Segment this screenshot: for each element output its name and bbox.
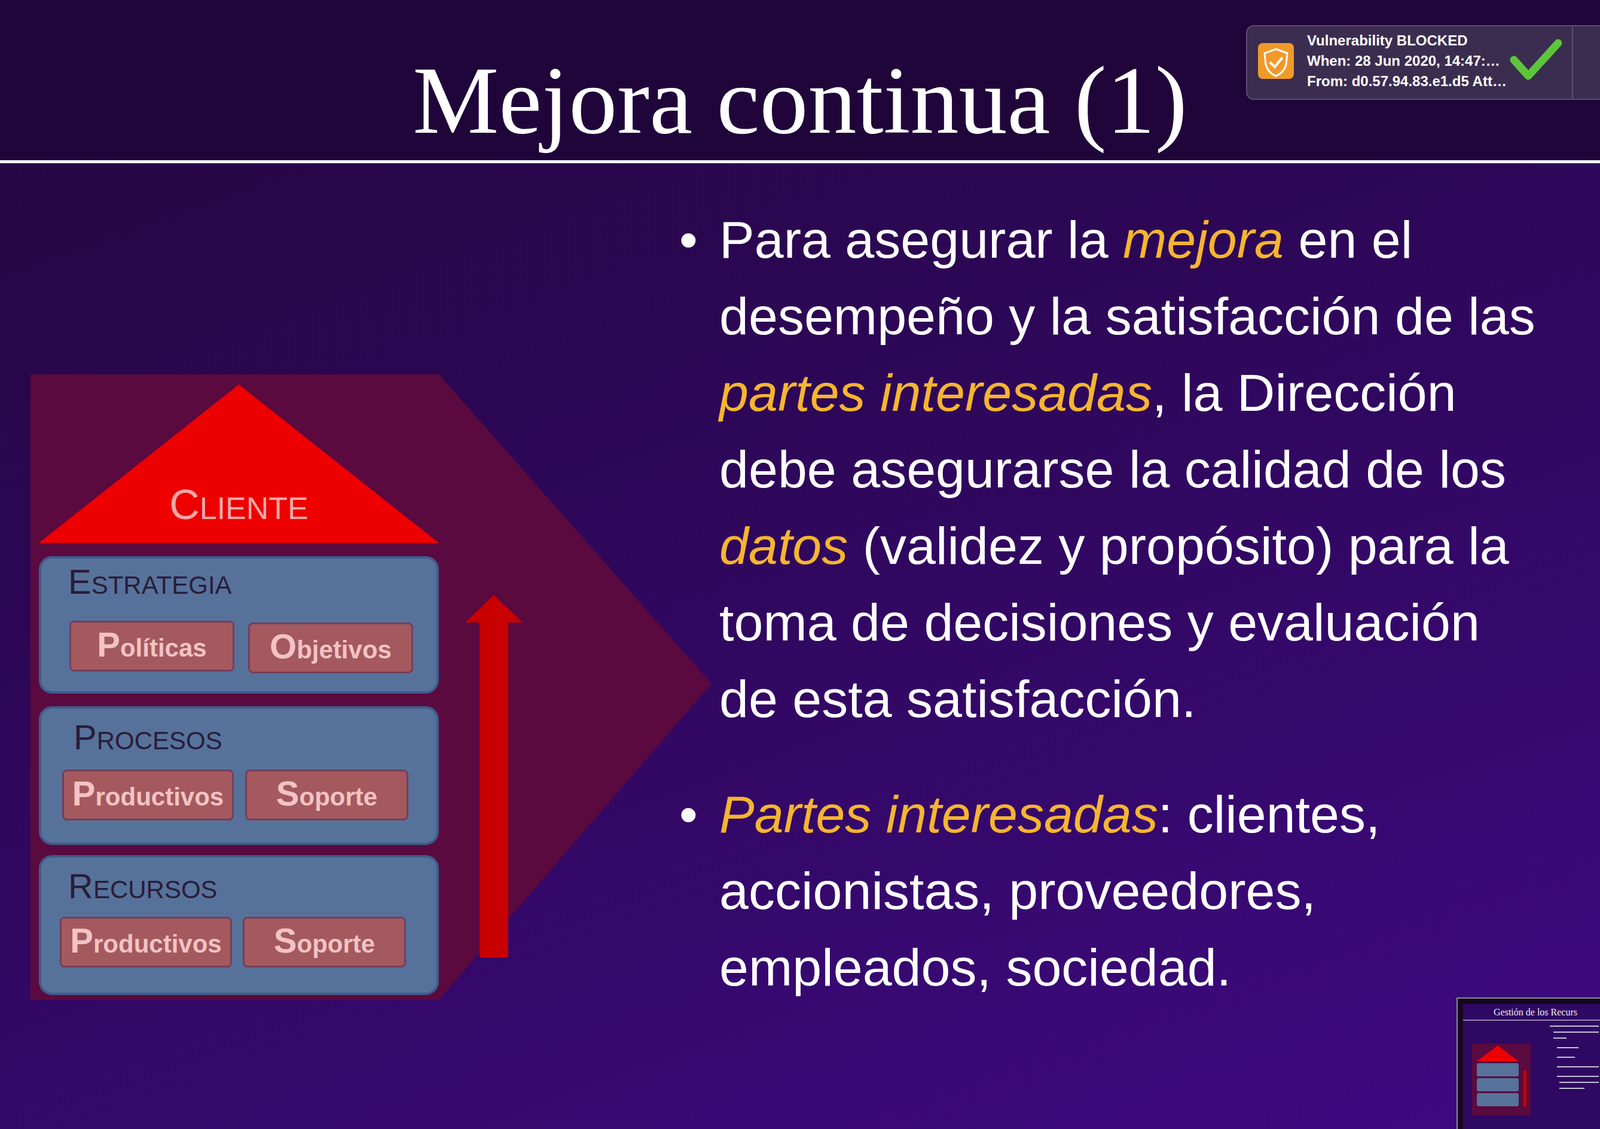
house-backdrop (30, 374, 712, 1000)
thumbnail-arrow (1523, 1070, 1527, 1107)
popup-text-wrap: Vulnerability BLOCKEDWhen: 28 Jun 2020, … (1307, 30, 1507, 92)
thumbnail-band (1476, 1092, 1519, 1107)
highlight-term: mejora (1122, 209, 1284, 270)
tier-band: PROCESOS Productivos Soporte (38, 706, 439, 845)
bullet-marker-wrap: • (679, 201, 698, 279)
element-label: Soporte (273, 925, 375, 960)
tier-heading: ESTRATEGIA (68, 563, 232, 604)
bullet-text: Para asegurar la (719, 209, 1109, 270)
element-box: Productivos (59, 916, 232, 968)
bullet-marker-wrap: • (679, 776, 698, 853)
bullet-marker: • (679, 209, 698, 270)
shield-icon (1257, 43, 1294, 79)
popup-text: When: 28 Jun 2020, 14:47:… (1307, 50, 1507, 72)
highlight-term: datos (719, 515, 848, 576)
element-box: Soporte (245, 769, 409, 821)
element-label: Productivos (69, 925, 222, 960)
roof-label: CLIENTE (38, 483, 439, 530)
client-roof: CLIENTE (38, 384, 439, 543)
popup-text: Vulnerability BLOCKED (1307, 30, 1507, 51)
tier-heading: RECURSOS (68, 868, 218, 908)
bullet-paragraph: Para asegurar la mejora en el desempeño … (719, 201, 1546, 738)
check-mark (1513, 43, 1559, 76)
popup-divider (1571, 25, 1574, 100)
title-rule (0, 160, 1600, 164)
tier-band: RECURSOS Productivos Soporte (38, 855, 439, 995)
thumbnail-rule (1463, 1020, 1600, 1021)
thumbnail-slide (1463, 1003, 1600, 1129)
roof-triangle (38, 384, 439, 543)
thumbnail-title: Gestión de los Recurs (1493, 1006, 1578, 1019)
thumbnail-band (1476, 1078, 1519, 1092)
element-label: Objetivos (269, 631, 392, 665)
thumbnail-frame (1457, 997, 1600, 1129)
slide-thumbnail (1457, 997, 1600, 1129)
improvement-arrow (465, 594, 523, 958)
thumbnail-backdrop (1472, 1043, 1531, 1116)
shield-outline (1264, 49, 1288, 76)
element-label: Políticas (96, 629, 207, 664)
thumbnail-band (1476, 1063, 1519, 1077)
tier-heading: PROCESOS (73, 719, 223, 759)
element-label: Productivos (72, 778, 224, 812)
bullet-marker: • (679, 784, 698, 844)
highlight-term: Partes interesadas (719, 784, 1159, 844)
thumbnail-text-lines (1549, 1026, 1599, 1089)
popup-text: From: d0.57.94.83.e1.d5 Att… (1307, 71, 1507, 92)
element-box: Productivos (62, 769, 234, 821)
bullet-paragraph: Partes interesadas: clientes, accionista… (719, 776, 1546, 1006)
element-box: Políticas (69, 620, 235, 672)
thumbnail-text-wrap: Gestión de los Recurs (1493, 1006, 1578, 1019)
element-box: Objetivos (248, 622, 414, 674)
title-band (0, 0, 1600, 161)
element-box: Soporte (242, 916, 406, 968)
highlight-term: partes interesadas (719, 362, 1153, 423)
tier-band: ESTRATEGIA Políticas Objetivos (38, 556, 439, 694)
element-label: Soporte (276, 778, 378, 812)
thumbnail-roof (1476, 1045, 1519, 1062)
popup-panel (1246, 25, 1600, 100)
shield-check (1269, 57, 1283, 67)
notification-popup (1246, 25, 1600, 100)
